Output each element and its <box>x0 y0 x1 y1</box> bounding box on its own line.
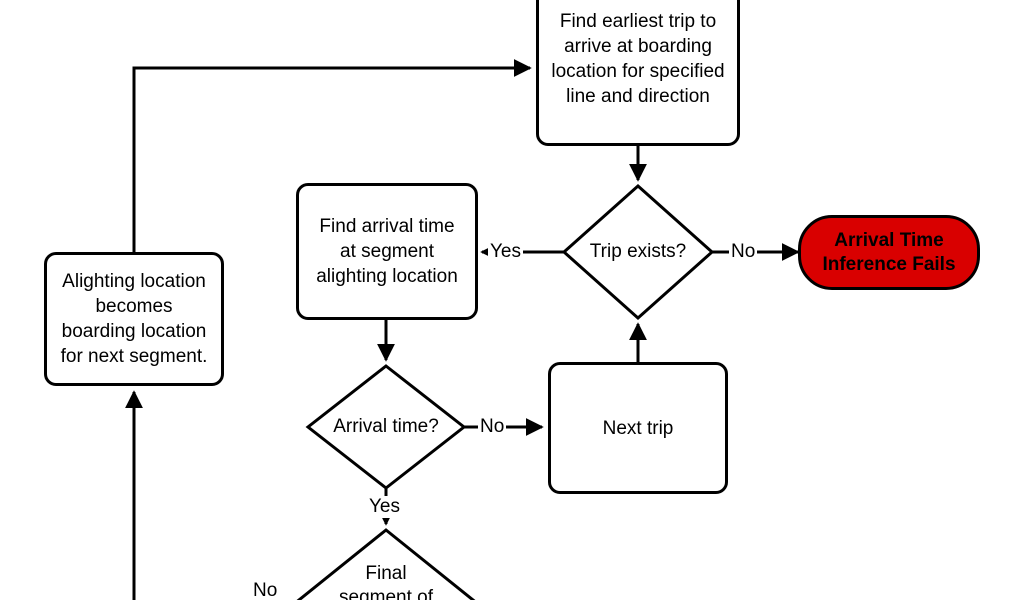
node-next-trip[interactable]: Next trip <box>548 362 728 494</box>
edge-final-segment-no-to-alighting <box>125 390 143 600</box>
node-arrival-time-inference-fails-label: Arrival Time Inference Fails <box>822 229 956 275</box>
edge-label-trip-exists-no: No <box>729 241 758 263</box>
node-find-arrival-time-label: Find arrival time at segment alighting l… <box>316 216 458 287</box>
edge-label-arrival-time-yes: Yes <box>367 496 402 518</box>
node-find-earliest-trip-label: Find earliest trip to arrive at boarding… <box>551 11 725 107</box>
node-alighting-location-label: Alighting location becomes boarding loca… <box>60 271 208 367</box>
node-arrival-time-inference-fails[interactable]: Arrival Time Inference Fails <box>798 215 980 290</box>
decision-trip-exists-shape <box>561 183 715 321</box>
node-find-earliest-trip[interactable]: Find earliest trip to arrive at boarding… <box>536 0 740 146</box>
node-alighting-location[interactable]: Alighting location becomes boarding loca… <box>44 252 224 386</box>
edge-label-trip-exists-yes: Yes <box>488 241 523 263</box>
decision-arrival-time-shape <box>305 364 467 490</box>
decision-final-segment-shape <box>296 528 476 600</box>
edge-alighting-to-find-earliest <box>132 59 532 252</box>
node-next-trip-label: Next trip <box>602 417 674 439</box>
node-find-arrival-time[interactable]: Find arrival time at segment alighting l… <box>296 183 478 320</box>
edge-label-arrival-time-no: No <box>478 416 507 438</box>
edge-label-final-segment-no: No <box>251 580 280 600</box>
